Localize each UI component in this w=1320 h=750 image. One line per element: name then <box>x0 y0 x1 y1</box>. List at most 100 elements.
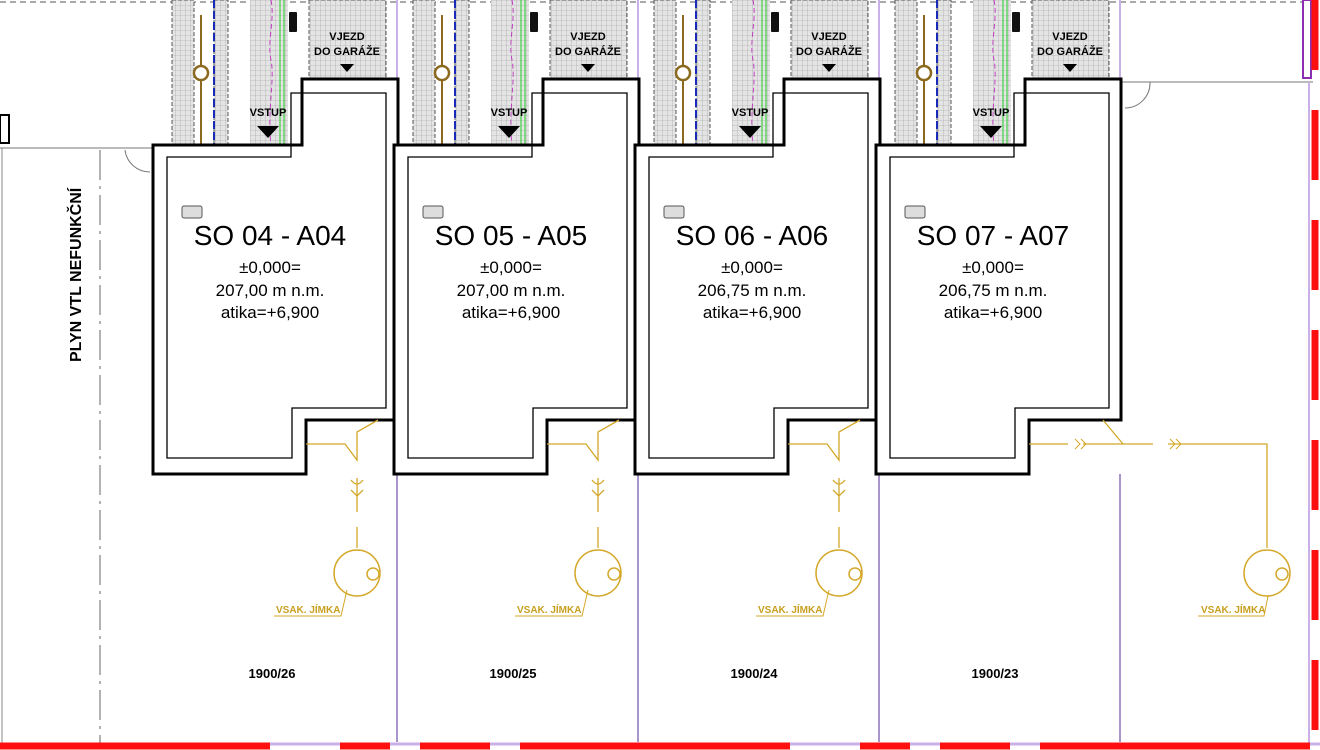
building-module: VJEZD DO GARÁŽE VSTUP SO 07 - A07 ±0,000= 206… <box>874 0 1291 742</box>
soak-pit-inlet <box>366 567 380 581</box>
building-name: SO 04 - A04 <box>194 220 347 251</box>
electric-meter-box <box>1012 12 1020 32</box>
garage-entry-label: VJEZD <box>570 31 606 43</box>
rainwater-drain-line <box>547 419 620 548</box>
entry-arrow-icon <box>739 126 761 138</box>
attic-height: atika=+6,900 <box>944 303 1042 322</box>
parcel-number: 1900/23 <box>972 666 1019 681</box>
paving-strip <box>936 0 952 146</box>
electric-line <box>279 0 285 145</box>
level-zero: ±0,000= <box>962 258 1024 277</box>
soak-pit-inlet <box>848 567 862 581</box>
paving-strip <box>695 0 711 146</box>
garage-entry-label: VJEZD <box>1052 31 1088 43</box>
building-inner-wall <box>889 92 1110 459</box>
electric-line <box>761 0 767 145</box>
entry-path <box>491 0 529 145</box>
entry-arrow-icon <box>498 126 520 138</box>
building-name: SO 07 - A07 <box>917 220 1070 251</box>
gas-service-line <box>510 0 514 146</box>
building-outline <box>874 77 1123 476</box>
garage-entry-label-2: DO GARÁŽE <box>1037 45 1103 58</box>
soak-pit-leader <box>274 589 348 617</box>
heat-pump-icon <box>663 205 685 219</box>
entry-path <box>732 0 770 145</box>
sewer-manhole <box>433 64 451 82</box>
soak-pit-inlet <box>607 567 621 581</box>
building-inner-wall <box>166 92 387 459</box>
gas-line-label: PLYN VTL NEFUNKČNÍ <box>66 187 85 362</box>
building-module: VJEZD DO GARÁŽE VSTUP SO 05 - A05 ±0,000= 207… <box>392 0 641 742</box>
soak-pit-leader <box>756 589 830 617</box>
sewer-manhole <box>674 64 692 82</box>
soak-pit-leader <box>1198 595 1269 617</box>
entry-arrow-icon <box>257 126 279 138</box>
garage-entry-label: VJEZD <box>811 31 847 43</box>
altitude: 207,00 m n.m. <box>457 281 566 300</box>
electric-meter-box <box>289 12 297 32</box>
entry-label: VSTUP <box>732 107 769 119</box>
soak-pit-circle <box>574 549 622 597</box>
drain-arrow-icon <box>350 479 364 497</box>
building-name: SO 05 - A05 <box>435 220 588 251</box>
building-inner-wall <box>407 92 628 459</box>
electric-line <box>520 0 526 145</box>
soak-pit-label: VSAK. JÍMKA <box>517 603 581 616</box>
entry-label: VSTUP <box>250 107 287 119</box>
soak-pit-leader <box>515 589 589 617</box>
paving-strip <box>454 0 470 146</box>
paving-strip <box>653 0 677 146</box>
attic-height: atika=+6,900 <box>703 303 801 322</box>
paving-strip <box>412 0 436 146</box>
parcel-number: 1900/26 <box>249 666 296 681</box>
attic-height: atika=+6,900 <box>221 303 319 322</box>
garage-entry-label-2: DO GARÁŽE <box>314 45 380 58</box>
rainwater-drain-line <box>306 419 379 548</box>
altitude: 207,00 m n.m. <box>216 281 325 300</box>
gas-service-line <box>751 0 755 146</box>
garage-arrow-icon <box>822 64 836 72</box>
door-arc <box>124 149 151 173</box>
gas-service-line <box>269 0 273 146</box>
soak-pit-circle <box>815 549 863 597</box>
drain-arrow-icon <box>1074 438 1182 450</box>
garage-entry-label: VJEZD <box>329 31 365 43</box>
sewer-manhole <box>915 64 933 82</box>
garage-arrow-icon <box>1063 64 1077 72</box>
level-zero: ±0,000= <box>480 258 542 277</box>
entry-path <box>250 0 288 145</box>
entry-label: VSTUP <box>491 107 528 119</box>
drain-arrow-icon <box>591 479 605 497</box>
sewer-manhole <box>192 64 210 82</box>
drain-arrow-icon <box>832 479 846 497</box>
garage-arrow-icon <box>581 64 595 72</box>
soak-pit-label: VSAK. JÍMKA <box>276 603 340 616</box>
building-name: SO 06 - A06 <box>676 220 829 251</box>
building-inner-wall <box>648 92 869 459</box>
garage-entry-label-2: DO GARÁŽE <box>555 45 621 58</box>
gate-post <box>1302 0 1312 79</box>
paving-strip <box>213 0 229 146</box>
attic-height: atika=+6,900 <box>462 303 560 322</box>
electric-meter-box <box>530 12 538 32</box>
entry-label: VSTUP <box>973 107 1010 119</box>
rainwater-drain-line <box>788 419 861 548</box>
garage-entry-label-2: DO GARÁŽE <box>796 45 862 58</box>
heat-pump-icon <box>181 205 203 219</box>
soak-pit-circle <box>333 549 381 597</box>
gas-service-line <box>992 0 996 146</box>
soak-pit-circle <box>1243 549 1291 597</box>
heat-pump-icon <box>904 205 926 219</box>
parcel-number: 1900/25 <box>490 666 537 681</box>
electric-line <box>1002 0 1008 145</box>
garage-arrow-icon <box>340 64 354 72</box>
altitude: 206,75 m n.m. <box>939 281 1048 300</box>
soak-pit-label: VSAK. JÍMKA <box>1201 603 1265 616</box>
altitude: 206,75 m n.m. <box>698 281 807 300</box>
electric-meter-box <box>771 12 779 32</box>
paving-strip <box>171 0 195 146</box>
heat-pump-icon <box>422 205 444 219</box>
paving-strip <box>894 0 918 146</box>
